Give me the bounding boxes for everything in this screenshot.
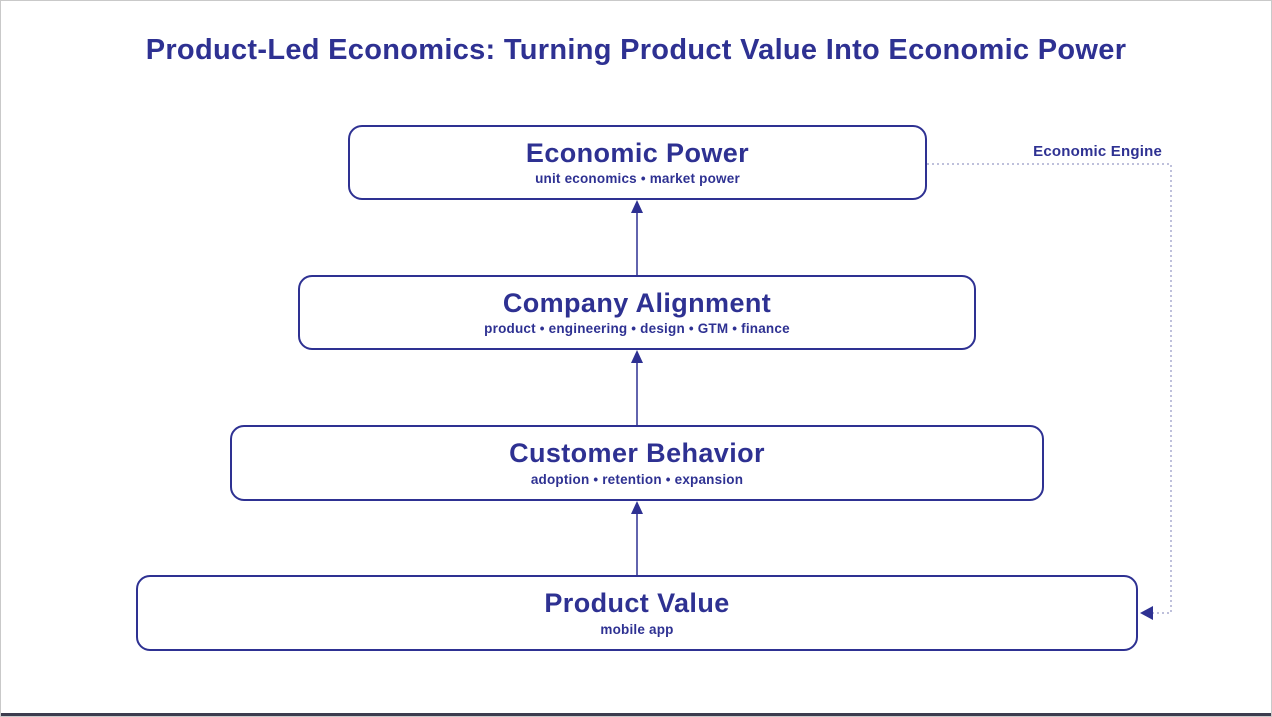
node-title: Company Alignment (502, 287, 772, 318)
node-customer-behavior: Customer Behavior adoption • retention •… (230, 425, 1044, 501)
node-economic-power: Economic Power unit economics • market p… (348, 125, 927, 200)
feedback-loop-arrowhead (1140, 606, 1153, 620)
node-subtitle: mobile app (600, 621, 674, 637)
node-subtitle: product • engineering • design • GTM • f… (484, 321, 790, 337)
feedback-loop-label: Economic Engine (1033, 143, 1162, 160)
node-title: Economic Power (525, 137, 750, 168)
flow-arrow-company-to-economic (631, 200, 643, 275)
node-subtitle: adoption • retention • expansion (530, 471, 744, 487)
node-subtitle: unit economics • market power (535, 171, 740, 187)
flow-arrow-product-to-customer (631, 501, 643, 575)
feedback-loop-path (927, 163, 1172, 620)
diagram-title: Product-Led Economics: Turning Product V… (145, 34, 1127, 66)
node-title: Product Value (544, 588, 730, 619)
node-company-alignment: Company Alignment product • engineering … (298, 275, 976, 350)
flow-arrow-customer-to-company (631, 350, 643, 425)
node-product-value: Product Value mobile app (136, 575, 1138, 651)
node-title: Customer Behavior (509, 438, 765, 469)
bottom-border-bar (1, 713, 1271, 716)
